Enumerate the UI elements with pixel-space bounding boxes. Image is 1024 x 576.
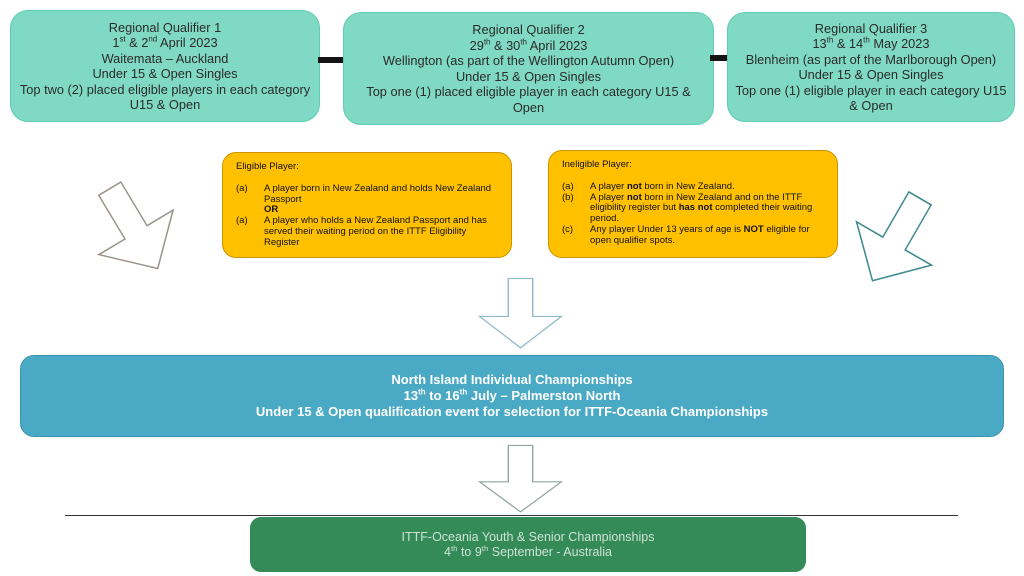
text-line: Regional Qualifier 2 [472, 22, 585, 37]
list-item: (a) A player who holds a New Zealand Pas… [236, 215, 501, 248]
text-line: ITTF-Oceania Youth & Senior Championship… [401, 529, 655, 544]
item-text: Any player Under 13 years of age is NOT … [590, 223, 810, 246]
text-line: 13th to 16th July – Palmerston North [403, 387, 621, 403]
item-marker: (a) [236, 215, 248, 227]
right-diagonal-arrow-icon [831, 174, 961, 307]
regional-qualifier-2-box: Regional Qualifier 2 29th & 30th April 2… [343, 12, 714, 125]
left-diagonal-arrow-icon [69, 163, 198, 294]
text-line: 13th & 14th May 2023 [812, 35, 930, 51]
text-line: North Island Individual Championships [391, 372, 633, 387]
item-marker: (a) [562, 180, 574, 192]
ineligible-player-box: Ineligible Player: (a) A player not born… [548, 150, 838, 258]
item-text: A player not born in New Zealand and on … [590, 191, 813, 225]
connector-dash-1 [318, 57, 345, 63]
item-text: A player who holds a New Zealand Passpor… [264, 215, 487, 248]
text-line: Blenheim (as part of the Marlborough Ope… [745, 51, 997, 67]
regional-qualifier-3-box: Regional Qualifier 3 13th & 14th May 202… [727, 12, 1015, 122]
list-item: (a) A player born in New Zealand and hol… [236, 182, 501, 216]
text-line: Top two (2) placed eligible players in e… [19, 81, 311, 113]
list-item: (b) A player not born in New Zealand and… [562, 191, 827, 225]
text-line: Under 15 & Open qualification event for … [255, 404, 769, 419]
item-text: A player born in New Zealand and holds N… [264, 182, 492, 216]
item-text: A player not born in New Zealand. [590, 180, 735, 192]
north-island-championships-box: North Island Individual Championships 13… [20, 355, 1004, 437]
connector-dash-2 [710, 55, 729, 61]
eligible-player-box: Eligible Player: (a) A player born in Ne… [222, 152, 512, 258]
regional-qualifier-1-box: Regional Qualifier 1 1st & 2nd April 202… [10, 10, 320, 122]
text-line: 1st & 2nd April 2023 [112, 34, 218, 50]
oceania-championships-box: ITTF-Oceania Youth & Senior Championship… [250, 517, 806, 572]
item-marker: (b) [562, 191, 574, 203]
text-line: Wellington (as part of the Wellington Au… [382, 53, 675, 68]
text-line: Under 15 & Open Singles [798, 67, 944, 82]
item-marker: (a) [236, 182, 248, 194]
text-line: 4th to 9th September - Australia [444, 543, 612, 559]
item-marker: (c) [562, 223, 574, 235]
ineligible-player-title: Ineligible Player: [562, 159, 632, 170]
list-item: (c) Any player Under 13 years of age is … [562, 223, 827, 247]
list-item: (a) A player not born in New Zealand. [562, 180, 827, 193]
text-line: Waitemata – Auckland [101, 50, 229, 66]
text-line: Top one (1) placed eligible player in ea… [366, 84, 691, 115]
center-down-arrow-icon [477, 277, 564, 350]
text-line: Regional Qualifier 3 [814, 20, 928, 36]
bottom-down-arrow-icon [477, 444, 564, 514]
text-line: 29th & 30th April 2023 [469, 37, 588, 53]
text-line: Regional Qualifier 1 [108, 19, 222, 35]
divider-line [65, 515, 958, 516]
text-line: Top one (1) eligible player in each cate… [735, 82, 1007, 114]
eligible-player-title: Eligible Player: [236, 161, 299, 172]
text-line: Under 15 & Open Singles [455, 68, 602, 84]
text-line: Under 15 & Open Singles [92, 66, 238, 81]
